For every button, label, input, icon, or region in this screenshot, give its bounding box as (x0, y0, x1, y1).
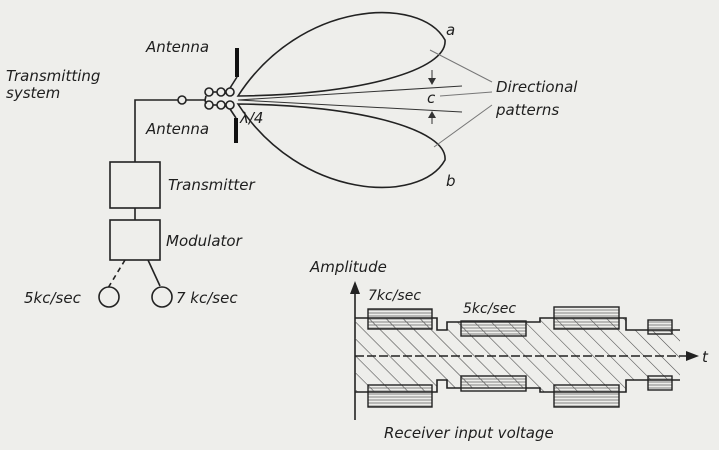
feed-terminal (177, 95, 187, 105)
pulse-7-label: 7kc/sec (368, 288, 421, 304)
modulator-label: Modulator (166, 232, 243, 250)
lobe-b (236, 103, 446, 189)
pulse-5-bottom-2 (647, 375, 673, 391)
feed-line (134, 99, 178, 162)
transmitter-box (109, 161, 161, 209)
freq-5-label: 5kc/sec (24, 289, 82, 307)
pulse-5-top-2 (647, 319, 673, 335)
transmitting-system-label-line1: Transmitting (6, 67, 100, 85)
amplitude-axis-arrow (350, 281, 360, 294)
directional-label-line2: patterns (495, 101, 559, 119)
lobe-b-axis (237, 99, 463, 113)
pulse-5-label: 5kc/sec (463, 301, 516, 317)
pulse-7-bottom-1 (367, 384, 433, 408)
lobe-a-axis (237, 85, 463, 101)
angle-c-marker (428, 70, 436, 124)
leader-c (439, 91, 493, 97)
directional-label-line1: Directional (496, 78, 578, 96)
lobe-a-label: a (446, 21, 455, 39)
pulse-5-bottom (460, 375, 527, 392)
source-5-symbol (98, 286, 120, 308)
antenna-feed-terminals (204, 87, 235, 110)
antenna-bottom-lead (229, 108, 237, 119)
source-7-symbol (151, 286, 173, 308)
source-7-lead (147, 259, 161, 287)
antenna-bottom-label: Antenna (145, 120, 209, 138)
angle-c-label: c (427, 89, 436, 107)
amplitude-label: Amplitude (309, 258, 387, 276)
pulse-7-top-1 (367, 308, 433, 330)
antenna-top-label: Antenna (145, 38, 209, 56)
time-axis-label: t (702, 348, 709, 366)
receiver-label: Receiver input voltage (384, 424, 554, 442)
pulse-7-top-2 (553, 306, 620, 330)
transmitter-label: Transmitter (168, 176, 255, 194)
freq-7-label: 7 kc/sec (176, 289, 238, 307)
modulator-box (109, 219, 161, 261)
time-axis-arrow (686, 351, 699, 361)
leader-b (433, 104, 493, 148)
envelope-hatch (355, 318, 680, 392)
lobe-a (236, 11, 446, 97)
leader-a (429, 49, 493, 83)
antenna-top-lead (229, 76, 238, 89)
pulse-5-top (460, 320, 527, 337)
transmitting-system-label-line2: system (6, 84, 60, 102)
lobe-b-label: b (446, 172, 456, 190)
source-5-lead (107, 259, 126, 289)
pulse-7-bottom-2 (553, 384, 620, 408)
